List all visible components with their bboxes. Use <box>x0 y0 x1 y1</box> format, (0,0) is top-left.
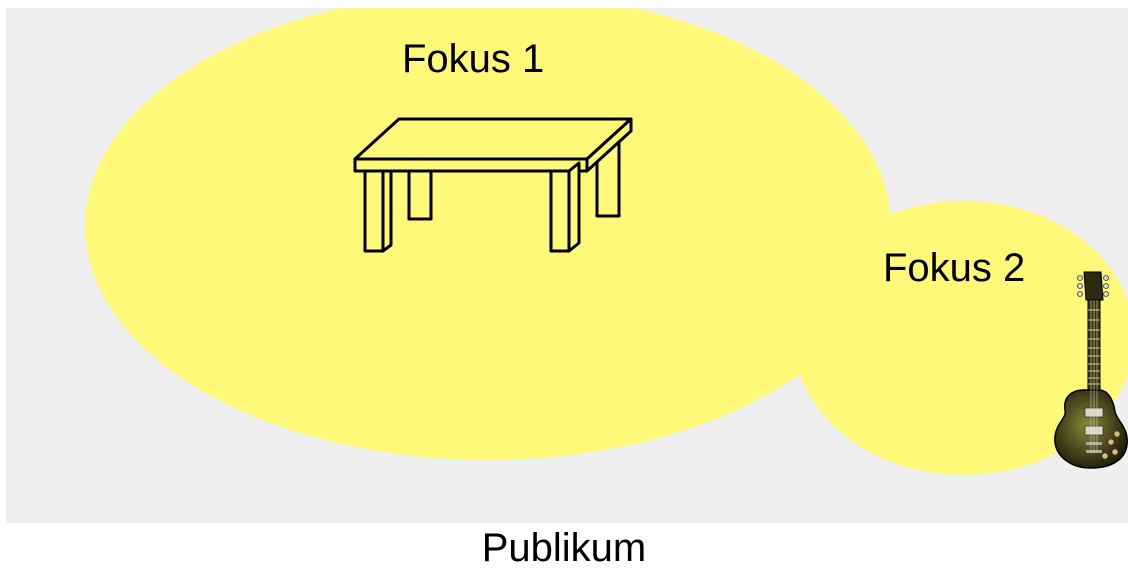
stage-area: Fokus 1 Fokus 2 <box>6 8 1128 523</box>
focus-1-label: Fokus 1 <box>402 37 545 81</box>
spotlight-focus-1 <box>85 8 891 460</box>
audience-label: Publikum <box>481 526 647 570</box>
table-icon <box>347 111 637 261</box>
spotlights <box>85 8 1128 475</box>
focus-2-label: Fokus 2 <box>883 246 1026 290</box>
guitar-icon <box>1049 270 1128 475</box>
